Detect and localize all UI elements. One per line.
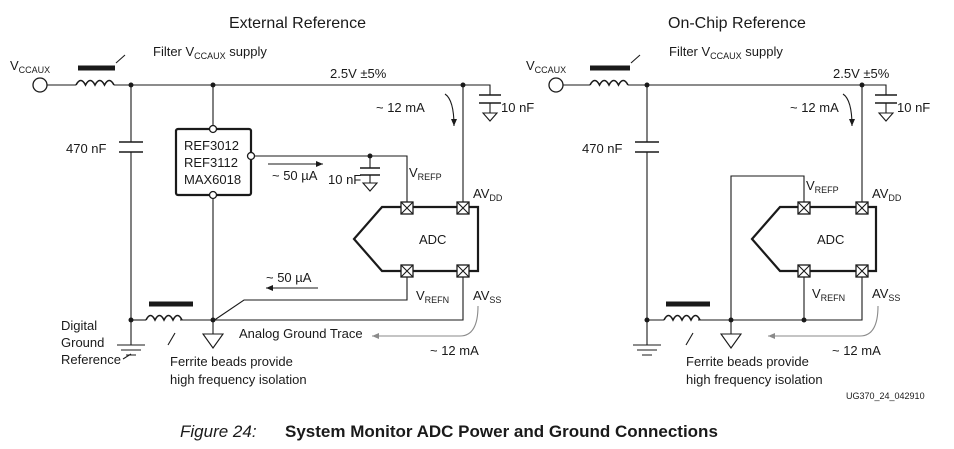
- avdd-current-arrow: [444, 93, 457, 127]
- vrefp-net: [254, 155, 408, 203]
- filter-label: Filter VCCAUX supply: [153, 44, 267, 61]
- analog-ground-trace-label: Analog Ground Trace: [239, 326, 363, 341]
- supply-rail: [114, 84, 491, 95]
- bulk-capacitor: [119, 141, 143, 153]
- vccaux-label: VCCAUX: [526, 58, 566, 75]
- figure-title: System Monitor ADC Power and Ground Conn…: [285, 422, 718, 441]
- ref-ic-name: MAX6018: [184, 172, 241, 187]
- ferrite-note: high frequency isolation: [170, 372, 307, 387]
- analog-ground-trace: [698, 277, 863, 321]
- ferrite-note: Ferrite beads provide: [686, 354, 809, 369]
- digital-ground-label: Reference: [61, 352, 121, 367]
- filter-inductor: [75, 79, 115, 87]
- vccaux-terminal: [32, 77, 48, 93]
- figure-number: Figure 24:: [180, 422, 257, 441]
- supply-rail: [628, 84, 887, 95]
- ref-ic-pin: [208, 124, 218, 134]
- bulk-cap-value: 470 nF: [582, 141, 623, 156]
- vrefn-return-net: [212, 277, 408, 322]
- return-current-arrow: [768, 305, 879, 339]
- avdd-decoupling-capacitor: [479, 94, 501, 104]
- analog-ground-symbol: [201, 333, 225, 349]
- external-reference-panel: External Reference VCCAUX Filter VCCAUX …: [10, 15, 534, 387]
- digital-ground-label: Digital: [61, 318, 97, 333]
- return-current: ~ 12 mA: [430, 343, 479, 358]
- onchip-reference-panel: On-Chip Reference VCCAUX Filter VCCAUX s…: [526, 15, 930, 387]
- ref-return-current: ~ 50 µA: [266, 270, 312, 285]
- avdd-current: ~ 12 mA: [790, 100, 839, 115]
- ferrite-note-leader: [685, 332, 694, 346]
- ferrite-note: high frequency isolation: [686, 372, 823, 387]
- avdd-current: ~ 12 mA: [376, 100, 425, 115]
- adc-block: [352, 205, 480, 273]
- return-current-arrow: [372, 305, 479, 339]
- adc-pin-vrefn: [400, 264, 414, 278]
- vrefp-ground-tie: [730, 175, 805, 320]
- filter-leader: [115, 54, 126, 64]
- bulk-cap-value: 470 nF: [66, 141, 107, 156]
- filter-leader: [630, 54, 641, 64]
- adc-pin-avdd: [855, 201, 869, 215]
- adc-pin-avss: [456, 264, 470, 278]
- avdd-label: AVDD: [872, 186, 902, 203]
- adc-label: ADC: [817, 232, 844, 247]
- adc-pin-avss: [855, 264, 869, 278]
- avdd-cap-value: 10 nF: [501, 100, 534, 115]
- adc-pin-vrefp: [400, 201, 414, 215]
- adc-block: [750, 205, 878, 273]
- ferrite-note-leader: [167, 332, 176, 346]
- digital-ground-symbol: [117, 344, 145, 356]
- vrefp-label: VREFP: [409, 165, 442, 182]
- ground-ferrite-inductor: [663, 314, 701, 322]
- avdd-cap-value: 10 nF: [897, 100, 930, 115]
- filter-label: Filter VCCAUX supply: [669, 44, 783, 61]
- ref-current: ~ 50 µA: [272, 168, 318, 183]
- avss-label: AVSS: [872, 286, 900, 303]
- figure-doc-id: UG370_24_042910: [846, 391, 925, 401]
- vrefn-label: VREFN: [812, 286, 845, 303]
- vccaux-label: VCCAUX: [10, 58, 50, 75]
- filter-inductor: [589, 79, 629, 87]
- adc-pin-vrefp: [797, 201, 811, 215]
- ref-ic-pin: [208, 190, 218, 200]
- ref-capacitor: [360, 167, 380, 176]
- avdd-current-arrow: [842, 93, 855, 127]
- ref-ic-name: REF3012: [184, 138, 239, 153]
- digital-ground-label: Ground: [61, 335, 104, 350]
- vrefp-label: VREFP: [806, 178, 839, 195]
- supply-voltage: 2.5V ±5%: [833, 66, 890, 81]
- ground-symbol: [877, 112, 895, 122]
- analog-ground-trace: [180, 277, 464, 321]
- external-title: External Reference: [229, 15, 366, 32]
- bulk-capacitor: [635, 141, 659, 153]
- ground-symbol: [361, 182, 379, 192]
- adc-label: ADC: [419, 232, 446, 247]
- digital-ground-leader: [122, 353, 132, 360]
- ref-ic-name: REF3112: [184, 155, 238, 170]
- digital-ground-symbol: [633, 344, 661, 356]
- analog-ground-symbol: [719, 333, 743, 349]
- adc-pin-avdd: [456, 201, 470, 215]
- vccaux-terminal: [548, 77, 564, 93]
- adc-pin-vrefn: [797, 264, 811, 278]
- ground-symbol: [481, 112, 499, 122]
- onchip-title: On-Chip Reference: [668, 15, 806, 32]
- avdd-label: AVDD: [473, 186, 503, 203]
- supply-voltage: 2.5V ±5%: [330, 66, 387, 81]
- ref-cap-value: 10 nF: [328, 172, 361, 187]
- vrefn-label: VREFN: [416, 288, 449, 305]
- return-current: ~ 12 mA: [832, 343, 881, 358]
- ref-ic-pin: [246, 151, 256, 161]
- ferrite-note: Ferrite beads provide: [170, 354, 293, 369]
- avss-label: AVSS: [473, 288, 501, 305]
- avdd-decoupling-capacitor: [875, 94, 897, 104]
- ground-ferrite-inductor: [145, 314, 183, 322]
